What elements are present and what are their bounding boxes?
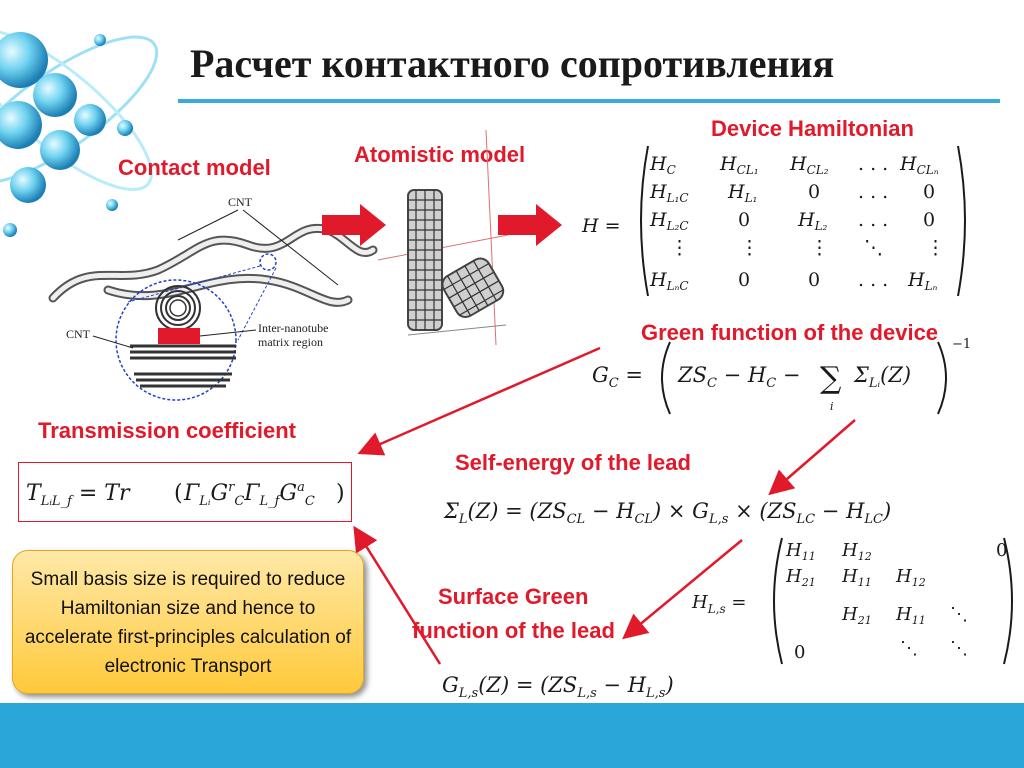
- svg-text:⋮: ⋮: [926, 237, 945, 259]
- svg-text:⋮: ⋮: [670, 237, 689, 259]
- svg-text:0: 0: [923, 181, 935, 203]
- note-callout: Small basis size is required to reduce H…: [12, 550, 364, 694]
- title-underline: [178, 99, 1000, 103]
- inter-nanotube-label-2: matrix region: [258, 335, 323, 349]
- contact-model-label: Contact model: [118, 155, 271, 180]
- cnt-left-label: CNT: [66, 327, 91, 341]
- self-energy-label: Self-energy of the lead: [455, 450, 691, 475]
- footer-bar: [0, 703, 1024, 768]
- atomistic-model-graphic: [378, 130, 508, 345]
- svg-text:0: 0: [996, 540, 1007, 561]
- svg-text:H =: H =: [581, 215, 621, 237]
- svg-text:−1: −1: [952, 338, 971, 352]
- svg-text:⋱: ⋱: [950, 638, 968, 659]
- svg-text:⋱: ⋱: [950, 604, 968, 625]
- svg-text:⋱: ⋱: [900, 638, 918, 659]
- svg-text:0: 0: [808, 269, 820, 291]
- note-text: Small basis size is required to reduce H…: [24, 569, 352, 677]
- svg-text:(: (: [174, 481, 183, 506]
- svg-text:. . .: . . .: [858, 153, 888, 175]
- slide-title: Расчет контактного сопротивления: [190, 41, 835, 86]
- svg-text:⋮: ⋮: [810, 237, 829, 259]
- svg-text:): ): [336, 481, 345, 506]
- svg-text:HLₙ: HLₙ: [907, 269, 938, 293]
- transmission-equation-box: [18, 462, 352, 522]
- transmission-equation: TLᵢL_f = Tr ( ΓLᵢGrCΓL_fGaC ): [26, 480, 345, 509]
- svg-text:ZSC − HC −: ZSC − HC −: [677, 363, 800, 391]
- transmission-coefficient-label: Transmission coefficient: [38, 418, 296, 443]
- atom-decoration: [0, 29, 159, 237]
- cnt-top-label: CNT: [228, 195, 253, 209]
- svg-text:. . .: . . .: [858, 269, 888, 291]
- svg-text:. . .: . . .: [858, 181, 888, 203]
- self-energy-equation: ΣL(Z) = (ZSCL − HCL) × GL,s × (ZSLC − HL…: [443, 499, 891, 527]
- svg-text:i: i: [830, 400, 834, 413]
- svg-text:0: 0: [808, 181, 820, 203]
- svg-text:0: 0: [738, 209, 750, 231]
- surface-green-equation: GL,s(Z) = (ZSL,s − HL,s): [442, 673, 674, 701]
- surface-green-label-1: Surface Green: [438, 584, 589, 609]
- svg-text:0: 0: [923, 209, 935, 231]
- atomistic-model-label: Atomistic model: [354, 142, 526, 167]
- svg-text:. . .: . . .: [858, 209, 888, 231]
- svg-text:∑: ∑: [820, 361, 842, 396]
- svg-text:0: 0: [794, 642, 805, 663]
- green-function-device-label: Green function of the device: [641, 320, 939, 345]
- svg-text:GL,s(Z) = (ZSL,s − HL,s): GL,s(Z) = (ZSL,s − HL,s): [442, 673, 674, 701]
- device-hamiltonian-matrix: H = HC HCL₁ HCL₂ . . . HCLₙ HL₁C HL₁ 0 .…: [581, 145, 966, 297]
- svg-text:HL₁: HL₁: [727, 181, 757, 205]
- lead-hamiltonian-matrix: HL,s = H11 H12 0 H21 H11 H12 H21 H11 ⋱ 0…: [691, 537, 1013, 665]
- inter-nanotube-label-1: Inter-nanotube: [258, 321, 328, 335]
- arrow-contact-to-atomistic: [322, 204, 386, 246]
- surface-green-label-2: function of the lead: [412, 618, 615, 643]
- svg-text:ΣLᵢ(Z): ΣLᵢ(Z): [853, 363, 911, 391]
- device-hamiltonian-label: Device Hamiltonian: [711, 116, 914, 141]
- green-function-equation: GC = ZSC − HC − ∑ i ΣLᵢ(Z) −1: [592, 338, 971, 415]
- svg-text:ΣL(Z) = (ZSCL − HCL) × GL,s ×: ΣL(Z) = (ZSCL − HCL) × GL,s × (ZSLC − HL…: [443, 499, 891, 527]
- arrow-atomistic-to-hamiltonian: [498, 204, 562, 246]
- svg-text:⋮: ⋮: [740, 237, 759, 259]
- svg-text:⋱: ⋱: [864, 237, 883, 259]
- svg-text:0: 0: [738, 269, 750, 291]
